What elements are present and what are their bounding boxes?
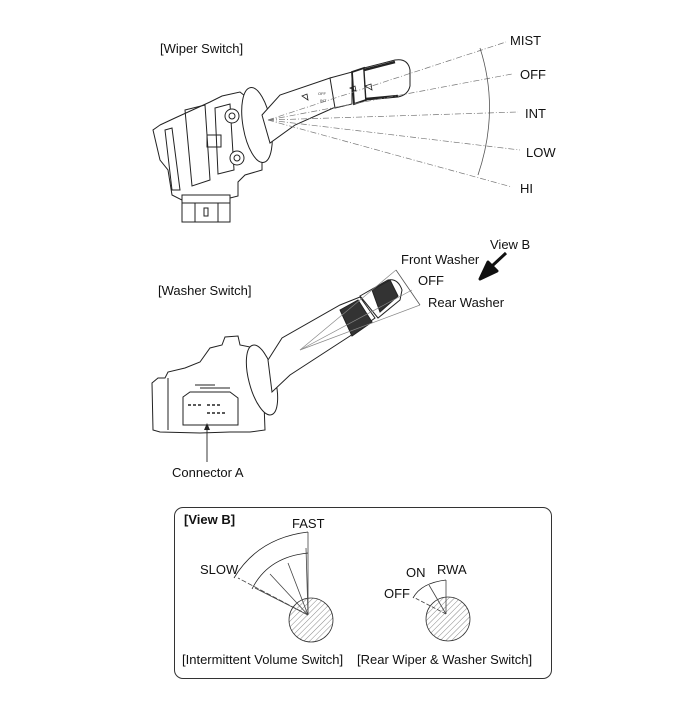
washer-position-off: OFF — [418, 273, 444, 288]
wiper-position-mist: MIST — [510, 33, 542, 48]
view-b-panel — [174, 507, 552, 679]
label-slow: SLOW — [200, 562, 239, 577]
label-off: OFF — [384, 586, 410, 601]
wiper-switch-drawing: OFF INT — [152, 59, 411, 223]
wiper-position-leaders — [267, 41, 521, 188]
washer-knurled-ring — [339, 299, 373, 337]
washer-position-arc — [395, 269, 421, 306]
label-rwa: RWA — [437, 562, 467, 577]
wiper-position-off: OFF — [520, 67, 546, 82]
washer-switch-title: [Washer Switch] — [158, 283, 252, 298]
washer-position-leaders — [299, 269, 421, 351]
view-b-label: View B — [490, 237, 531, 252]
intermittent-volume-dial — [233, 531, 334, 643]
view-b-arrow-icon — [478, 251, 508, 281]
label-on: ON — [406, 565, 426, 580]
wiper-position-hi: HI — [520, 181, 533, 196]
wiper-lever-tip — [363, 59, 411, 101]
wiper-position-low: LOW — [526, 145, 556, 160]
wiper-switch-title: [Wiper Switch] — [160, 41, 244, 56]
view-b-title: [View B] — [184, 512, 236, 527]
wiper-position-int: INT — [525, 106, 546, 121]
intermittent-caption: [Intermittent Volume Switch] — [182, 652, 344, 667]
connector-a — [182, 391, 239, 426]
washer-knurled-tip — [371, 279, 399, 313]
washer-switch-drawing — [151, 279, 403, 434]
svg-text:OFF: OFF — [318, 91, 327, 96]
washer-position-rear: Rear Washer — [428, 295, 505, 310]
wiper-body-knob-bottom — [229, 150, 245, 166]
wiper-body-knob-top — [224, 108, 240, 124]
rear-knob — [425, 596, 471, 642]
rear-caption: [Rear Wiper & Washer Switch] — [357, 652, 533, 667]
intermittent-knob — [288, 597, 334, 643]
label-fast: FAST — [292, 516, 325, 531]
connector-a-label: Connector A — [172, 465, 244, 480]
washer-position-front: Front Washer — [401, 252, 480, 267]
rear-wiper-washer-dial — [412, 579, 471, 642]
svg-text:INT: INT — [320, 98, 327, 103]
wiper-position-arc — [477, 47, 490, 176]
